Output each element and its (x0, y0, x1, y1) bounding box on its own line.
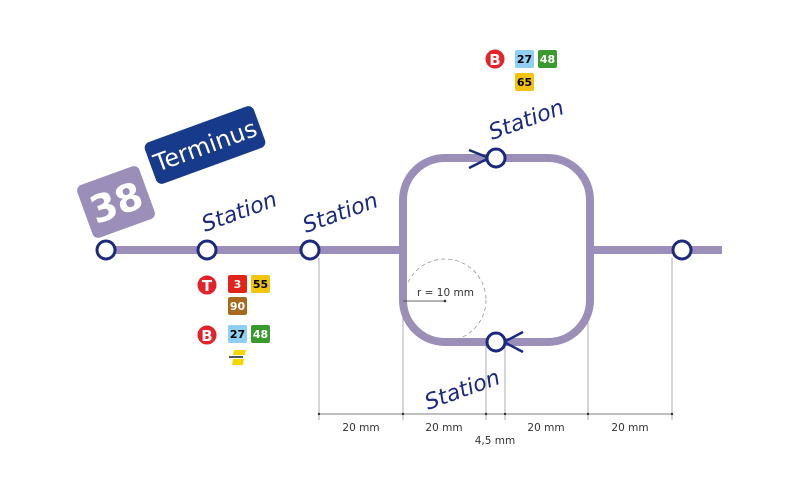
station-name: Station (486, 95, 568, 145)
dimension-label: 20 mm (611, 422, 648, 434)
line-badge: 48 (253, 328, 268, 341)
dimension-lines (318, 258, 673, 420)
dimension-label: 20 mm (342, 422, 379, 434)
connections-top-station: B 27 48 65 (484, 48, 557, 91)
line-number-badge: 38 (77, 166, 155, 238)
tram-icon (196, 274, 218, 296)
bus-icon (196, 324, 218, 346)
station-4[interactable] (671, 239, 693, 261)
station-name: Station (300, 188, 382, 238)
dimension-label: 4,5 mm (475, 435, 516, 447)
bus-icon (484, 48, 506, 70)
line-badge: 65 (517, 76, 532, 89)
svg-text:T: T (202, 277, 213, 295)
line-badge: 48 (540, 53, 555, 66)
station-loop-bottom[interactable] (485, 331, 507, 353)
station-2[interactable] (299, 239, 321, 261)
station-1[interactable] (196, 239, 218, 261)
dimension-label: 20 mm (425, 422, 462, 434)
line-badge: 90 (230, 300, 246, 313)
line-badge: 55 (253, 278, 268, 291)
connections-station-1: T 3 55 90 B 27 48 (196, 274, 270, 365)
terminus-label: Terminus (144, 106, 266, 184)
line-badge: 27 (230, 328, 245, 341)
station-terminus[interactable] (95, 239, 117, 261)
station-loop-top[interactable] (485, 147, 507, 169)
line-badge: 27 (517, 53, 532, 66)
radius-label: r = 10 mm (417, 287, 474, 299)
dimension-label: 20 mm (527, 422, 564, 434)
operator-logo-icon (229, 350, 246, 365)
station-name: Station (422, 365, 504, 415)
svg-text:B: B (489, 51, 500, 69)
radius-circle (403, 258, 487, 342)
station-name: Station (199, 187, 281, 237)
svg-text:B: B (201, 327, 212, 345)
line-badge: 3 (234, 278, 242, 291)
